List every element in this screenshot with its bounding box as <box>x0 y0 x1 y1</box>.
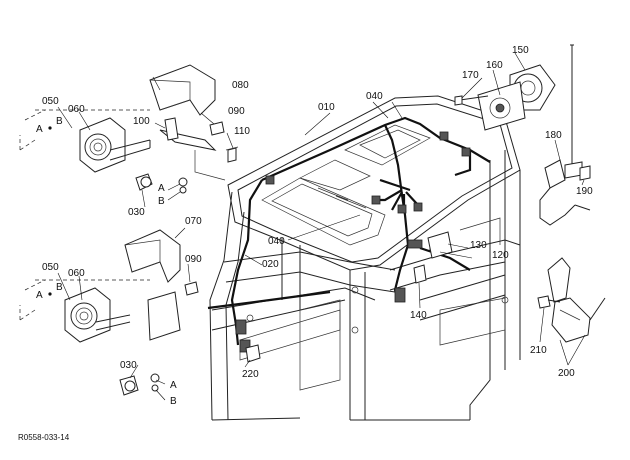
ref-b-top-left: B <box>56 116 63 127</box>
ref-a-top-left: A <box>36 124 43 135</box>
ref-a-top-nut: A <box>158 183 165 194</box>
callout-020: 020 <box>262 259 279 270</box>
ref-a-bottom-left: A <box>36 290 43 301</box>
callout-010: 010 <box>318 102 335 113</box>
work-light-bottom <box>19 279 181 396</box>
ref-b-bottom-left: B <box>56 282 63 293</box>
callout-080: 080 <box>232 80 249 91</box>
callout-040-top: 040 <box>366 91 383 102</box>
callout-200: 200 <box>558 368 575 379</box>
ref-b-top-nut: B <box>158 196 165 207</box>
callout-labels: 010 020 030 030 040 040 050 050 060 060 … <box>42 45 593 380</box>
callout-160: 160 <box>486 60 503 71</box>
bolt-210 <box>537 295 561 309</box>
ref-bullet <box>48 126 52 130</box>
callout-040-mid: 040 <box>268 236 285 247</box>
callout-090-bottom: 090 <box>185 254 202 265</box>
callout-130: 130 <box>470 240 487 251</box>
lever-200 <box>547 257 606 343</box>
diagram-id: R0558-033-14 <box>18 433 70 442</box>
ref-a-bottom-nut: A <box>170 380 177 391</box>
antenna-180 <box>539 44 591 226</box>
callout-140: 140 <box>410 310 427 321</box>
bracket-100 <box>159 117 226 181</box>
callout-060-top: 060 <box>68 104 85 115</box>
speaker-frame-160 <box>477 81 526 131</box>
cover-070 <box>124 229 181 283</box>
cab-frame <box>209 95 521 421</box>
callout-030-top: 030 <box>128 207 145 218</box>
callout-100: 100 <box>133 116 150 127</box>
bolt-110 <box>225 146 239 163</box>
clip-140 <box>413 264 427 284</box>
callout-210: 210 <box>530 345 547 356</box>
callout-190: 190 <box>576 186 593 197</box>
callout-110: 110 <box>234 126 250 137</box>
bolt-090-bottom <box>184 281 199 296</box>
ref-b-bottom-nut: B <box>170 396 177 407</box>
callout-050-top: 050 <box>42 96 59 107</box>
callout-050-bottom: 050 <box>42 262 59 273</box>
callout-120: 120 <box>492 250 509 261</box>
callout-090-top: 090 <box>228 106 245 117</box>
nut-top <box>178 177 188 194</box>
callout-150: 150 <box>512 45 529 56</box>
callout-170: 170 <box>462 70 479 81</box>
bolt-190 <box>579 165 591 181</box>
work-light-top <box>19 109 153 191</box>
reference-markers: A B A B A B A B <box>36 116 177 407</box>
bolt-090-top <box>209 121 225 136</box>
callout-030-bottom: 030 <box>120 360 137 371</box>
callout-070: 070 <box>185 216 202 227</box>
leader-lines <box>57 52 586 401</box>
switch-130 <box>427 231 453 259</box>
callout-220: 220 <box>242 369 259 380</box>
clamp-220 <box>245 344 261 363</box>
callout-180: 180 <box>545 130 562 141</box>
cover-080 <box>149 64 216 116</box>
ref-bullet <box>48 292 52 296</box>
screw-170 <box>454 95 489 106</box>
callout-060-bottom: 060 <box>68 268 85 279</box>
nut-bottom <box>150 373 160 392</box>
